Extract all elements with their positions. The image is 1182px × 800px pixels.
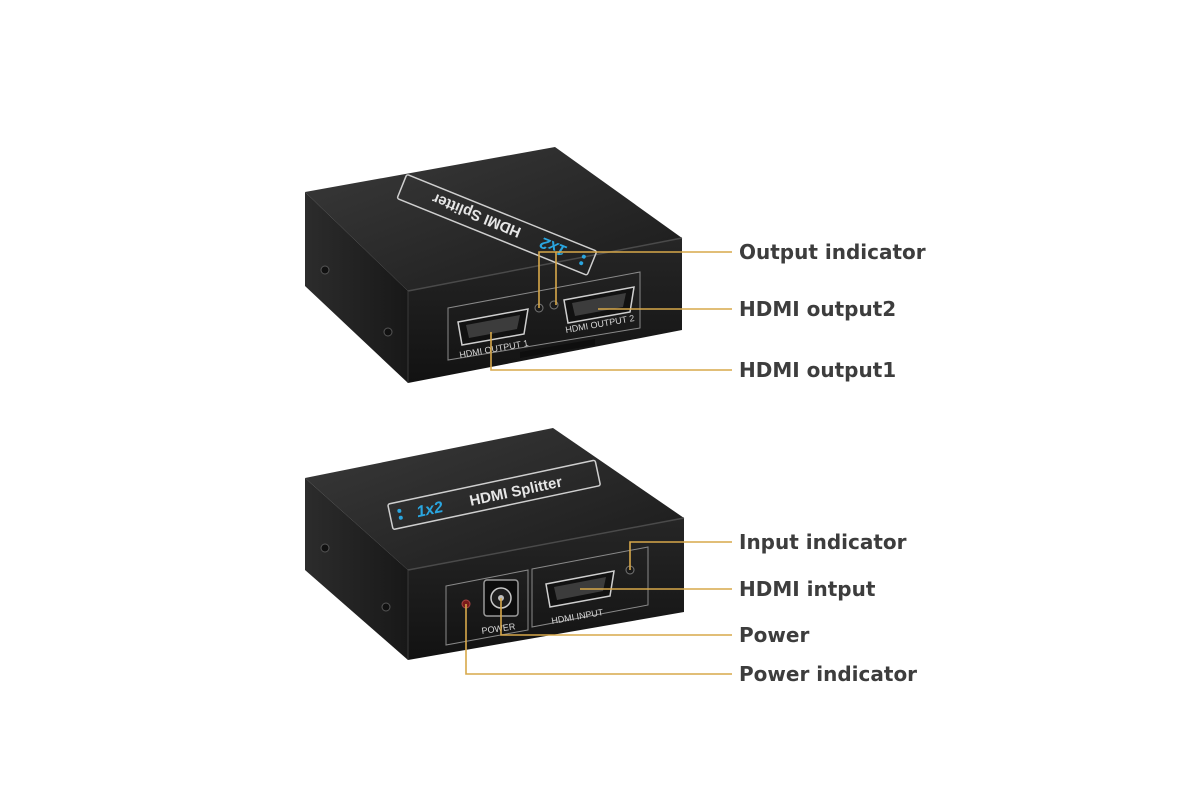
- leader-input-indicator: [629, 541, 732, 570]
- leader-output-indicator: [538, 251, 557, 308]
- hdmi-output-2-port: [563, 286, 635, 324]
- top-device-front: [408, 238, 682, 383]
- hdmi-output-1-port: [457, 308, 529, 346]
- leader-lines: [465, 251, 732, 675]
- callout-output-indicator: Output indicator: [739, 240, 926, 264]
- leader-power-indicator: [465, 604, 732, 675]
- bottom-device-lid: [305, 428, 684, 570]
- callout-hdmi-output2: HDMI output2: [739, 297, 896, 321]
- leader-hdmi-output1: [490, 332, 732, 371]
- leader-power: [500, 598, 732, 636]
- top-device-side: [305, 192, 408, 383]
- top-device-lid: [305, 147, 682, 291]
- callout-power: Power: [739, 623, 809, 647]
- callout-power-indicator: Power indicator: [739, 662, 917, 686]
- callout-hdmi-input: HDMI intput: [739, 577, 876, 601]
- bottom-device-side: [305, 478, 408, 660]
- bottom-splitter-device: 1x2 HDMI Splitter POWER HDMI INPUT: [305, 428, 685, 660]
- callout-input-indicator: Input indicator: [739, 530, 907, 554]
- bottom-brand-number: 1x2: [415, 499, 445, 521]
- callout-hdmi-output1: HDMI output1: [739, 358, 896, 382]
- top-splitter-device: 1x2 HDMI Splitter HDMI OUTPUT 1 HDMI OUT…: [305, 147, 683, 383]
- bottom-power-silk: POWER: [481, 621, 517, 636]
